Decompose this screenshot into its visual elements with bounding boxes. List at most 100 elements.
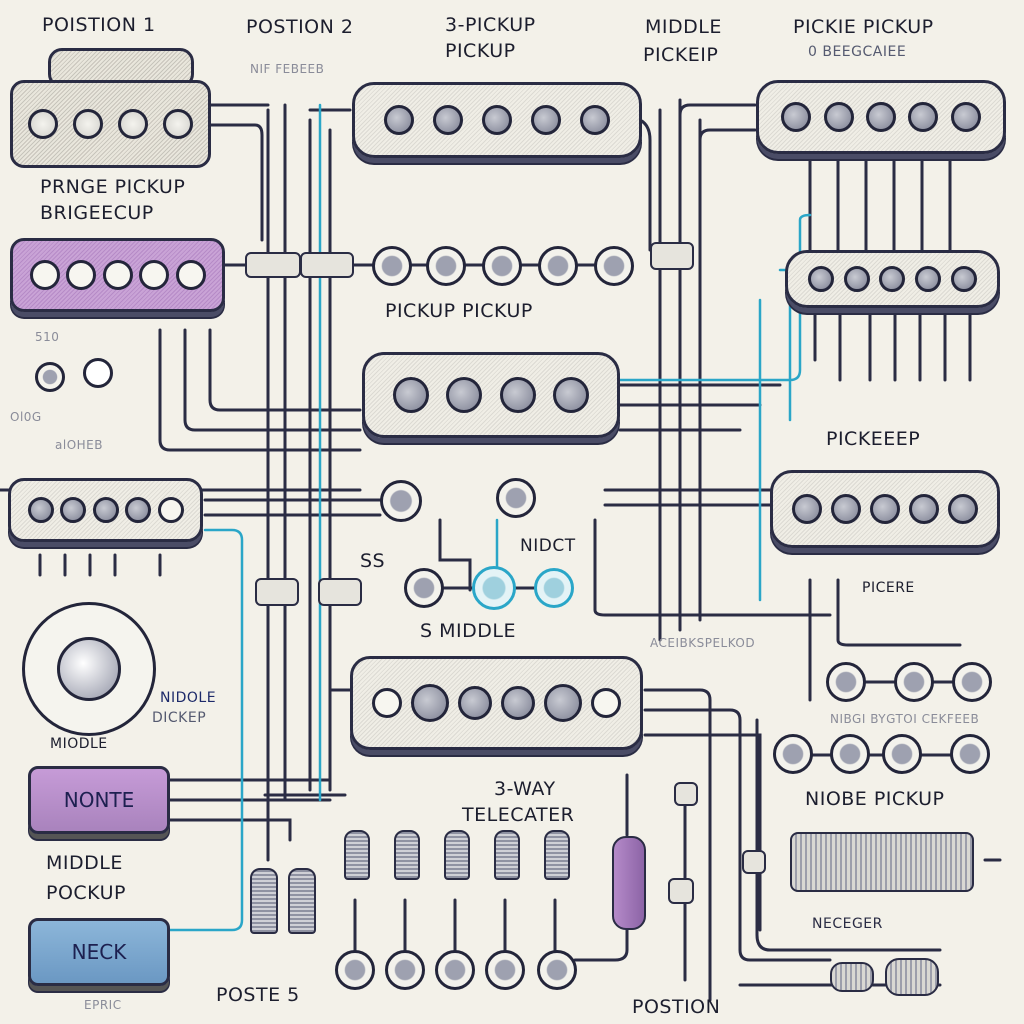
top-center-pickup[interactable] <box>352 82 642 158</box>
pole-piece <box>92 497 119 523</box>
pole-piece <box>60 497 86 523</box>
left-mid-pickup[interactable] <box>8 478 203 542</box>
label-3-way: 3-WAY <box>494 778 556 800</box>
bridge-humbucker[interactable] <box>10 80 211 168</box>
pot-shaft <box>444 830 470 880</box>
wire <box>573 923 629 962</box>
terminal-ring[interactable] <box>773 734 813 774</box>
pole-piece <box>139 260 169 290</box>
wire <box>678 103 757 117</box>
scribble-label: alOHEB <box>55 438 103 452</box>
pole-piece <box>433 105 463 135</box>
pole-piece <box>792 494 822 524</box>
pole-piece <box>831 494 861 524</box>
scribble-label: NIBGI BYGTOI CEKFEEB <box>830 712 980 726</box>
right-upper-pickup[interactable] <box>785 250 1000 308</box>
plug-body <box>830 962 874 992</box>
dial-knob <box>57 637 121 701</box>
center-pickup[interactable] <box>362 352 620 438</box>
terminal-ring[interactable] <box>952 662 992 702</box>
scribble-label: 510 <box>35 330 60 344</box>
pole-piece <box>807 266 834 292</box>
pole-piece <box>411 684 449 722</box>
top-right-pickup[interactable] <box>756 80 1006 154</box>
nonte-block[interactable]: NONTE <box>28 766 170 834</box>
pole-piece <box>879 266 906 292</box>
label-pickup: PICKUP <box>445 40 516 62</box>
output-jack[interactable] <box>790 832 974 892</box>
wire <box>643 708 832 962</box>
terminal-ring[interactable] <box>594 246 634 286</box>
pole-piece <box>102 260 133 290</box>
label-telecater: TELECATER <box>462 804 575 826</box>
label-ss: SS <box>360 550 386 572</box>
mounting-hole <box>591 688 621 718</box>
terminal-ring[interactable] <box>537 950 577 990</box>
pole-piece <box>908 102 939 132</box>
label-miodle: MIODLE <box>50 736 108 752</box>
terminal-ring[interactable] <box>485 950 525 990</box>
label-nidole: NIDOLE <box>160 690 217 706</box>
jack-terminal[interactable] <box>83 358 113 388</box>
label-3-pickup: 3-PICKUP <box>445 14 536 36</box>
resistor <box>250 868 278 934</box>
wire <box>438 518 472 592</box>
terminal-ring[interactable] <box>482 246 522 286</box>
label-pickeip: PICKEIP <box>643 44 719 66</box>
pole-piece <box>392 377 429 413</box>
connector-block <box>318 578 362 606</box>
pot-shaft <box>494 830 520 880</box>
pole-piece <box>125 497 151 523</box>
label-middle-pockup-2: POCKUP <box>46 882 126 904</box>
neck-block[interactable]: NECK <box>28 918 170 986</box>
switch-contact[interactable] <box>496 478 536 518</box>
switch-contact-active[interactable] <box>472 566 516 610</box>
terminal-ring[interactable] <box>35 362 65 392</box>
terminal-ring[interactable] <box>826 662 866 702</box>
switch-contact-active[interactable] <box>534 568 574 608</box>
pole-piece <box>781 102 812 132</box>
purple-pickup[interactable] <box>10 238 225 312</box>
terminal-ring[interactable] <box>882 734 922 774</box>
terminal-ring[interactable] <box>426 246 466 286</box>
terminal-ring[interactable] <box>335 950 375 990</box>
terminal-ring[interactable] <box>950 734 990 774</box>
pot-shaft <box>544 830 570 880</box>
bottom-center-pickup[interactable] <box>350 656 643 750</box>
pole-piece <box>499 377 536 413</box>
label-pickie-sub: 0 BEEGCAIEE <box>808 44 907 60</box>
pot-shaft <box>344 830 370 880</box>
pole-piece <box>446 377 483 413</box>
pole-piece <box>865 102 896 132</box>
pole-piece <box>29 260 60 290</box>
label-bridge-pickup: PRNGE PICKUP <box>40 176 186 198</box>
terminal-ring[interactable] <box>894 662 934 702</box>
pole-piece <box>28 109 58 139</box>
terminal-ring[interactable] <box>435 950 475 990</box>
terminal-ring[interactable] <box>372 246 412 286</box>
pole-piece <box>580 105 610 135</box>
pole-piece <box>553 377 590 413</box>
label-niobe-pickup: NIOBE PICKUP <box>805 788 945 810</box>
scribble-label: NIF FEBEEB <box>250 62 325 76</box>
right-lower-pickup[interactable] <box>770 470 1000 548</box>
mounting-hole <box>372 688 402 718</box>
switch-contact[interactable] <box>380 480 422 522</box>
volume-dial[interactable] <box>22 602 156 736</box>
terminal-ring[interactable] <box>538 246 578 286</box>
pole-piece <box>843 266 870 292</box>
pole-piece <box>73 109 103 139</box>
label-position-1: POISTION 1 <box>42 14 156 36</box>
pole-piece <box>870 494 900 524</box>
wire <box>593 518 832 617</box>
wire <box>208 328 362 412</box>
pole-piece <box>948 494 978 524</box>
wire <box>643 688 712 1002</box>
wire <box>643 733 762 932</box>
terminal-ring[interactable] <box>385 950 425 990</box>
label-neceger: NECEGER <box>812 916 883 932</box>
terminal-ring[interactable] <box>830 734 870 774</box>
switch-contact[interactable] <box>404 568 444 608</box>
pole-piece <box>118 109 148 139</box>
pole-piece <box>66 260 96 290</box>
